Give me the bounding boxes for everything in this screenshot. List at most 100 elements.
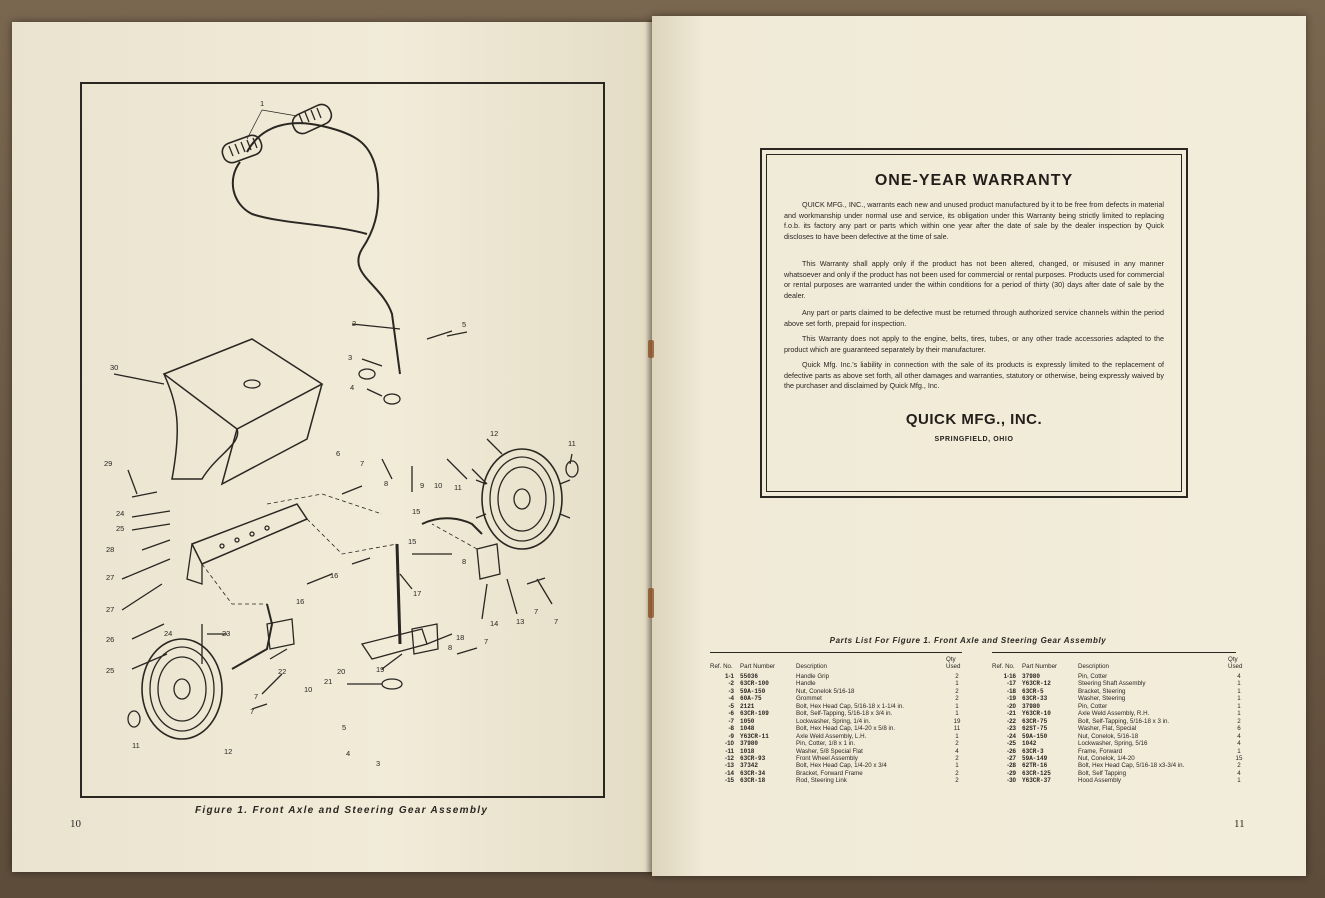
- part-number: 1050: [740, 717, 755, 725]
- callout-label: 15: [412, 507, 420, 516]
- callout-label: 7: [360, 459, 364, 468]
- ref-no: -17: [1007, 680, 1016, 688]
- front-wheel-right-icon: [475, 448, 571, 550]
- part-number: 1042: [1022, 740, 1037, 748]
- part-number: Y63CR-11: [740, 732, 769, 740]
- part-number: 59A-150: [740, 687, 766, 695]
- ref-no: -8: [728, 725, 734, 733]
- warranty-title: ONE-YEAR WARRANTY: [874, 172, 1074, 189]
- qty-used: 1: [1237, 747, 1241, 755]
- part-number: 63CR-125: [1022, 769, 1051, 777]
- description: Bolt, Self-Tapping, 5/16-18 x 3 in.: [1078, 717, 1170, 725]
- description: Bolt, Hex Head Cap, 1/4-20 x 5/8 in.: [796, 725, 896, 733]
- table-rule-top: [992, 652, 1236, 653]
- description: Lockwasher, Spring, 1/4 in.: [796, 717, 871, 725]
- ref-no: -4: [728, 695, 734, 703]
- ref-no: -24: [1007, 732, 1016, 740]
- qty-used: 1: [1237, 702, 1241, 710]
- callout-label: 3: [376, 759, 380, 768]
- ref-no: -5: [728, 702, 734, 710]
- callout-label: 27: [106, 573, 114, 582]
- part-number: 63CR-109: [740, 710, 769, 718]
- ref-no: -11: [725, 747, 734, 755]
- description: Pin, Cotter: [1078, 702, 1108, 710]
- callout-label: 11: [132, 741, 140, 750]
- parts-table-left: Ref. No. Part Number Description Qty Use…: [710, 656, 968, 785]
- description: Front Wheel Assembly: [796, 754, 858, 762]
- page-number-right: 11: [1234, 818, 1245, 830]
- qty-used: 4: [1237, 732, 1241, 740]
- part-number: 63CR-33: [1022, 695, 1048, 703]
- part-number: 59A-150: [1022, 732, 1048, 740]
- header-desc: Description: [1078, 663, 1109, 670]
- description: Axle Weld Assembly, R.H.: [1078, 710, 1150, 718]
- description: Bracket, Steering: [1078, 687, 1126, 695]
- description: Rod, Steering Link: [796, 777, 847, 785]
- callout-label: 21: [324, 677, 332, 686]
- description: Nut, Conelok, 5/16-18: [1078, 732, 1139, 740]
- part-number: 37980: [1022, 702, 1041, 710]
- qty-used: 2: [955, 777, 959, 785]
- figure-frame: [80, 82, 605, 798]
- left-page: [12, 22, 652, 872]
- warranty-city: SPRINGFIELD, OHIO: [934, 436, 1014, 443]
- description: Hood Assembly: [1078, 777, 1121, 785]
- ref-no: -18: [1007, 687, 1016, 695]
- ref-no: -23: [1007, 725, 1016, 733]
- ref-no: -19: [1007, 695, 1016, 703]
- qty-used: 11: [953, 725, 961, 733]
- callout-label: 20: [337, 667, 345, 676]
- qty-used: 1: [1237, 777, 1241, 785]
- qty-used: 1: [955, 680, 959, 688]
- qty-used: 4: [1237, 769, 1241, 777]
- qty-used: 1: [955, 732, 959, 740]
- qty-used: 1: [955, 702, 959, 710]
- part-number: Y63CR-12: [1022, 680, 1051, 688]
- qty-used: 1: [1237, 710, 1241, 718]
- part-number: 63CR-5: [1022, 687, 1044, 695]
- ref-no: -25: [1007, 740, 1016, 748]
- ref-no: 1-16: [1003, 673, 1016, 680]
- callout-label: 18: [456, 633, 464, 642]
- part-number: 1018: [740, 747, 755, 755]
- parts-list-title: Parts List For Figure 1. Front Axle and …: [829, 636, 1107, 645]
- callout-label: 11: [454, 483, 462, 492]
- description: Frame, Forward: [1078, 747, 1123, 755]
- ref-no: -6: [728, 710, 734, 718]
- callout-label: 16: [330, 571, 338, 580]
- callout-label: 2: [352, 319, 356, 328]
- ref-no: -10: [725, 740, 734, 748]
- qty-used: 4: [1237, 740, 1241, 748]
- part-number: 63CR-34: [740, 769, 766, 777]
- description: Bolt, Hex Head Cap, 1/4-20 x 3/4: [796, 762, 887, 770]
- part-number: 63CR-100: [740, 680, 769, 688]
- ref-no: -28: [1007, 762, 1016, 770]
- qty-used: 19: [953, 717, 961, 725]
- callout-label: 22: [278, 667, 286, 676]
- description: Pin, Cotter, 1/8 x 1 in.: [796, 740, 856, 748]
- qty-used: 1: [1237, 687, 1241, 695]
- ref-no: -22: [1007, 717, 1016, 725]
- description: Nut, Conelok, 1/4-20: [1078, 754, 1135, 762]
- header-desc: Description: [796, 663, 827, 670]
- callout-label: 1: [260, 99, 264, 108]
- header-part: Part Number: [1022, 663, 1058, 670]
- part-number: 63CR-75: [1022, 717, 1048, 725]
- description: Bolt, Hex Head Cap, 5/16-18 x3-3/4 in.: [1078, 762, 1185, 770]
- ref-no: -29: [1007, 769, 1016, 777]
- description: Bracket, Forward Frame: [796, 769, 863, 777]
- description: Handle: [796, 680, 816, 688]
- description: Pin, Cotter: [1078, 673, 1108, 680]
- header-qty: Qty Used: [1228, 656, 1243, 670]
- warranty-paragraph: QUICK MFG., INC., warrants each new and …: [784, 200, 1164, 241]
